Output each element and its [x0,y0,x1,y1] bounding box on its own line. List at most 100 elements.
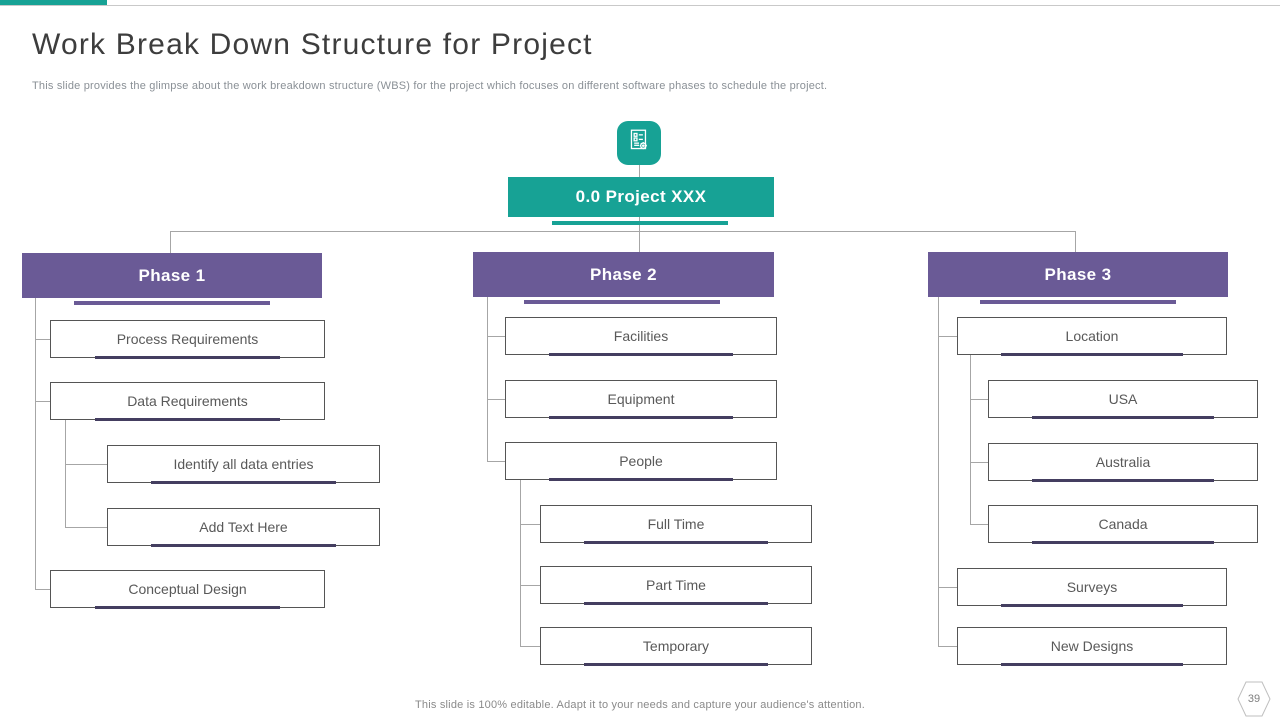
page-number: 39 [1247,693,1261,705]
item-underline [584,663,768,666]
project-icon-badge[interactable] [617,121,661,165]
wbs-item-label: Surveys [1066,579,1118,595]
wbs-item-label: Facilities [613,328,669,344]
connector-line [65,420,66,527]
item-underline [151,481,336,484]
project-root-label: 0.0 Project XXX [575,187,707,206]
connector-line [970,462,988,463]
wbs-item-conceptual-design[interactable]: Conceptual Design [50,570,325,609]
phase-2-underline [524,300,720,304]
connector-line [65,527,107,528]
item-underline [584,602,768,605]
connector-line [520,480,521,646]
wbs-item-label: Part Time [646,577,706,593]
wbs-item-label: Add Text Here [199,519,288,535]
connector-line [35,401,50,402]
connector-line [938,646,957,647]
document-gear-icon [625,127,653,160]
wbs-item-full-time[interactable]: Full Time [540,505,812,544]
wbs-item-process-requirements[interactable]: Process Requirements [50,320,325,359]
wbs-item-canada[interactable]: Canada [988,505,1258,544]
item-underline [1031,479,1215,482]
phase-1-underline [74,301,270,305]
connector-line [520,646,540,647]
connector-line [487,336,505,337]
wbs-item-location[interactable]: Location [957,317,1227,356]
wbs-item-label: Temporary [642,638,710,654]
item-underline [94,418,281,421]
wbs-item-label: New Designs [1050,638,1134,654]
footer-note: This slide is 100% editable. Adapt it to… [415,699,865,711]
wbs-item-label: USA [1108,391,1138,407]
connector-line [970,355,971,524]
wbs-item-label: Full Time [647,516,705,532]
connector-line [1075,231,1076,252]
wbs-item-usa[interactable]: USA [988,380,1258,419]
wbs-item-label: Canada [1098,516,1148,532]
phase-3-header[interactable]: Phase 3 [928,252,1228,297]
connector-line [35,298,36,589]
page-number-badge: 39 [1236,680,1272,718]
wbs-item-new-designs[interactable]: New Designs [957,627,1227,666]
connector-line [639,231,640,252]
top-accent-bar [0,0,107,6]
project-root-underline [552,221,728,225]
wbs-item-temporary[interactable]: Temporary [540,627,812,666]
connector-line [170,231,171,253]
connector-line [938,336,957,337]
project-root-box[interactable]: 0.0 Project XXX [508,177,774,217]
hexagon-outline [1237,681,1271,717]
wbs-item-label: Process Requirements [116,331,259,347]
connector-line [65,464,107,465]
phase-1-label: Phase 1 [138,265,206,285]
wbs-item-label: Location [1065,328,1119,344]
top-divider-line [0,5,1280,6]
phase-3-underline [980,300,1176,304]
wbs-item-label: Identify all data entries [173,456,314,472]
item-underline [549,478,733,481]
connector-line [35,589,50,590]
slide-title: Work Break Down Structure for Project [32,28,593,61]
item-underline [1000,604,1184,607]
item-underline [549,353,733,356]
wbs-item-identify-all-data-entries[interactable]: Identify all data entries [107,445,380,484]
connector-line [520,524,540,525]
connector-line [520,585,540,586]
wbs-item-add-text-here[interactable]: Add Text Here [107,508,380,547]
connector-line [639,165,640,177]
wbs-item-label: Conceptual Design [128,581,247,597]
item-underline [1000,353,1184,356]
wbs-item-surveys[interactable]: Surveys [957,568,1227,607]
item-underline [1031,416,1215,419]
phase-3-label: Phase 3 [1044,264,1112,284]
item-underline [584,541,768,544]
wbs-item-equipment[interactable]: Equipment [505,380,777,419]
item-underline [1031,541,1215,544]
connector-line [970,524,988,525]
connector-line [487,461,505,462]
phase-2-label: Phase 2 [589,264,658,284]
wbs-item-part-time[interactable]: Part Time [540,566,812,605]
wbs-item-label: Australia [1095,454,1151,470]
wbs-item-australia[interactable]: Australia [988,443,1258,482]
wbs-item-label: People [619,453,663,469]
connector-line [487,399,505,400]
wbs-item-facilities[interactable]: Facilities [505,317,777,356]
wbs-item-data-requirements[interactable]: Data Requirements [50,382,325,421]
connector-line [35,339,50,340]
connector-line [487,297,488,461]
item-underline [94,606,281,609]
slide-subtitle: This slide provides the glimpse about th… [32,80,828,92]
connector-line [938,297,939,646]
item-underline [1000,663,1184,666]
item-underline [151,544,336,547]
item-underline [549,416,733,419]
item-underline [94,356,281,359]
phase-2-header[interactable]: Phase 2 [473,252,774,297]
wbs-item-people[interactable]: People [505,442,777,481]
connector-line [970,399,988,400]
phase-1-header[interactable]: Phase 1 [22,253,322,298]
wbs-item-label: Data Requirements [127,393,248,409]
connector-line [938,587,957,588]
